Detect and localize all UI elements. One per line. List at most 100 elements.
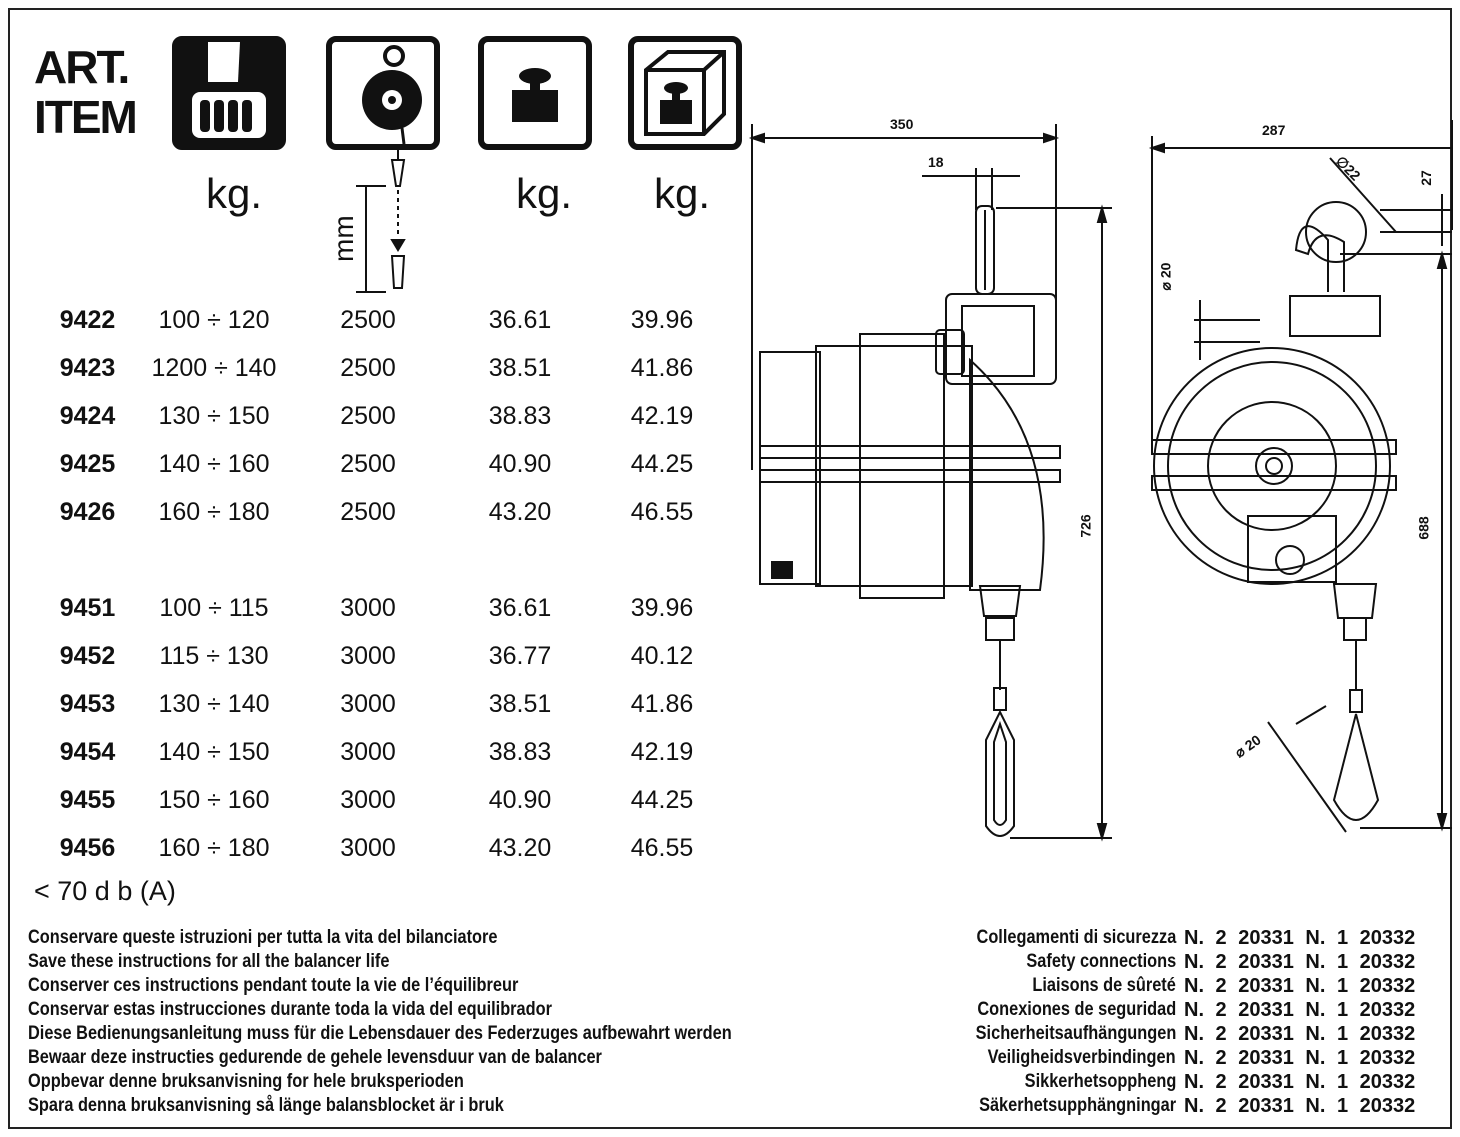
cell-load: 115 ÷ 130 — [159, 641, 269, 670]
table-row: 9454 140 ÷ 150 3000 38.83 42.19 — [30, 728, 737, 776]
instruction-line: Oppbevar denne bruksanvisning for hele b… — [28, 1071, 464, 1092]
cell-packed: 46.55 — [630, 833, 694, 862]
hand-load-icon — [172, 36, 286, 150]
unit-weight: kg. — [516, 170, 573, 217]
cell-stroke: 3000 — [340, 785, 396, 814]
cell-code: 9425 — [59, 449, 116, 478]
cell-load: 100 ÷ 115 — [159, 593, 269, 622]
dim-hook-offset: 27 — [1417, 170, 1434, 186]
cell-weight: 38.51 — [488, 353, 552, 382]
table-row: 9456 160 ÷ 180 3000 43.20 46.55 — [30, 824, 737, 872]
cell-packed: 46.55 — [630, 497, 694, 526]
table-row: 9455 150 ÷ 160 3000 40.90 44.25 — [30, 776, 737, 824]
table-row: 9425 140 ÷ 160 2500 40.90 44.25 — [30, 440, 737, 488]
cell-code: 9456 — [59, 833, 116, 862]
page-frame — [8, 8, 1452, 1129]
cell-stroke: 2500 — [340, 497, 396, 526]
noise-level: < 70 d b (A) — [34, 876, 176, 906]
cell-stroke: 2500 — [340, 449, 396, 478]
cell-load: 140 ÷ 160 — [158, 449, 270, 478]
cell-stroke: 3000 — [340, 593, 396, 622]
dim-width-side: 287 — [1262, 122, 1286, 138]
cell-stroke: 3000 — [340, 689, 396, 718]
cell-stroke: 3000 — [340, 641, 396, 670]
cell-stroke: 3000 — [340, 737, 396, 766]
cell-code: 9451 — [59, 593, 116, 622]
cell-packed: 42.19 — [630, 401, 694, 430]
cell-packed: 44.25 — [630, 785, 694, 814]
cell-load: 160 ÷ 180 — [158, 497, 270, 526]
dim-hook-width: 18 — [928, 154, 944, 170]
cell-weight: 43.20 — [488, 497, 552, 526]
instruction-line: Conservare queste istruzioni per tutta l… — [28, 927, 498, 948]
packed-weight-icon — [628, 36, 742, 150]
unit-capacity: kg. — [206, 170, 263, 217]
cell-stroke: 2500 — [340, 305, 396, 334]
cell-stroke: 3000 — [340, 833, 396, 862]
cell-code: 9426 — [59, 497, 116, 526]
instruction-line: Save these instructions for all the bala… — [28, 951, 390, 972]
cell-weight: 38.83 — [488, 401, 552, 430]
cell-code: 9424 — [59, 401, 116, 430]
cell-weight: 36.77 — [488, 641, 552, 670]
instructions-block: Conservare queste istruzioni per tutta l… — [28, 926, 732, 1118]
spring-balancer-icon — [326, 36, 440, 150]
dim-height-front: 726 — [1077, 514, 1094, 538]
cell-packed: 42.19 — [630, 737, 694, 766]
table-row: 9426 160 ÷ 180 2500 43.20 46.55 — [30, 488, 737, 536]
dim-pin-diameter: ⌀ 20 — [1157, 262, 1174, 291]
cell-weight: 40.90 — [488, 449, 552, 478]
instruction-line: Conservar estas instrucciones durante to… — [28, 999, 552, 1020]
cell-packed: 44.25 — [630, 449, 694, 478]
dim-height-side: 688 — [1415, 516, 1432, 540]
instruction-line: Conserver ces instructions pendant toute… — [28, 975, 519, 996]
cell-weight: 43.20 — [488, 833, 552, 862]
cell-load: 100 ÷ 120 — [158, 305, 270, 334]
cell-load: 160 ÷ 180 — [158, 833, 270, 862]
cell-load: 140 ÷ 150 — [158, 737, 270, 766]
item-label: ITEM — [34, 91, 138, 143]
cell-load: 150 ÷ 160 — [158, 785, 270, 814]
cell-packed: 41.86 — [630, 353, 694, 382]
cell-packed: 41.86 — [630, 689, 694, 718]
cell-packed: 39.96 — [630, 593, 694, 622]
cell-packed: 39.96 — [630, 305, 694, 334]
cell-code: 9453 — [59, 689, 116, 718]
cell-load: 130 ÷ 150 — [158, 401, 270, 430]
instruction-line: Diese Bedienungsanleitung muss für die L… — [28, 1023, 732, 1044]
cell-code: 9423 — [59, 353, 116, 382]
table-spacer — [30, 536, 737, 584]
art-label: ART. — [34, 41, 130, 93]
table-row: 9452 115 ÷ 130 3000 36.77 40.12 — [30, 632, 737, 680]
cell-code: 9454 — [59, 737, 116, 766]
cell-weight: 38.83 — [488, 737, 552, 766]
dim-width-front: 350 — [890, 116, 914, 132]
cell-code: 9452 — [59, 641, 116, 670]
cell-weight: 40.90 — [488, 785, 552, 814]
cell-weight: 36.61 — [488, 593, 552, 622]
weight-icon — [478, 36, 592, 150]
unit-weight-packed: kg. — [654, 170, 711, 217]
cell-stroke: 2500 — [340, 401, 396, 430]
table-row: 9424 130 ÷ 150 2500 38.83 42.19 — [30, 392, 737, 440]
cell-code: 9455 — [59, 785, 116, 814]
cell-stroke: 2500 — [340, 353, 396, 382]
instruction-line: Spara denna bruksanvisning så länge bala… — [28, 1095, 504, 1116]
cell-code: 9422 — [59, 305, 116, 334]
cell-packed: 40.12 — [630, 641, 694, 670]
article-heading: ART. ITEM — [34, 41, 138, 143]
